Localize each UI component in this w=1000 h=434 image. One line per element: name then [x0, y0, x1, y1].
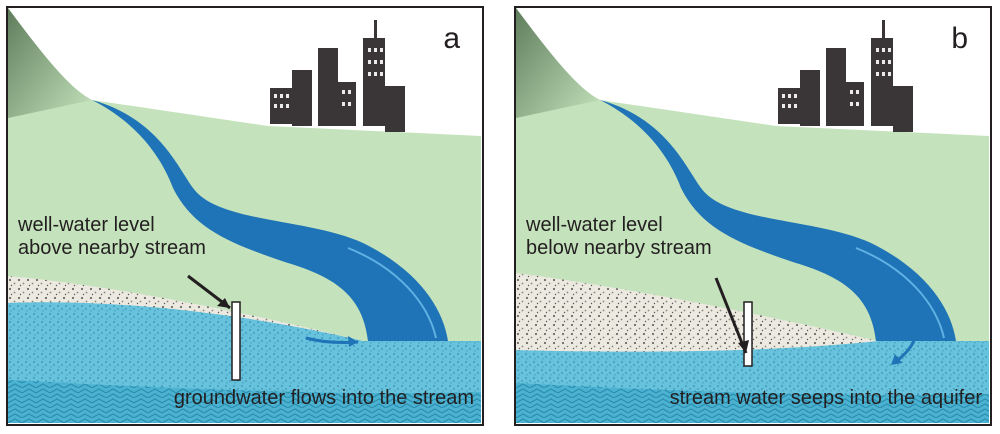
panel-letter: b	[951, 22, 968, 55]
stream-highlight	[855, 247, 945, 339]
hill-shadow	[516, 8, 600, 118]
pointer-arrow	[714, 277, 748, 354]
panel-b-illustration	[516, 8, 989, 423]
panel-a-illustration	[8, 8, 481, 423]
stream	[92, 100, 448, 341]
stream-highlight	[347, 247, 437, 339]
city-skyline	[778, 20, 913, 132]
well-label-line1: well-water level	[526, 214, 663, 236]
hill-shadow	[8, 8, 92, 118]
stream	[600, 100, 956, 341]
well-label-line2: below nearby stream	[526, 237, 712, 259]
panel-a: a well-water level above nearby stream g…	[6, 6, 484, 426]
flow-label: stream water seeps into the aquifer	[669, 387, 982, 409]
panel-letter: a	[443, 22, 460, 55]
well-label-line2: above nearby stream	[18, 237, 206, 259]
well-label-line1: well-water level	[18, 214, 155, 236]
well-pipe	[231, 301, 241, 381]
panel-b: b well-water level below nearby stream s…	[514, 6, 992, 426]
well-pipe	[743, 301, 753, 367]
flow-label: groundwater flows into the stream	[173, 387, 474, 409]
city-skyline	[270, 20, 405, 132]
